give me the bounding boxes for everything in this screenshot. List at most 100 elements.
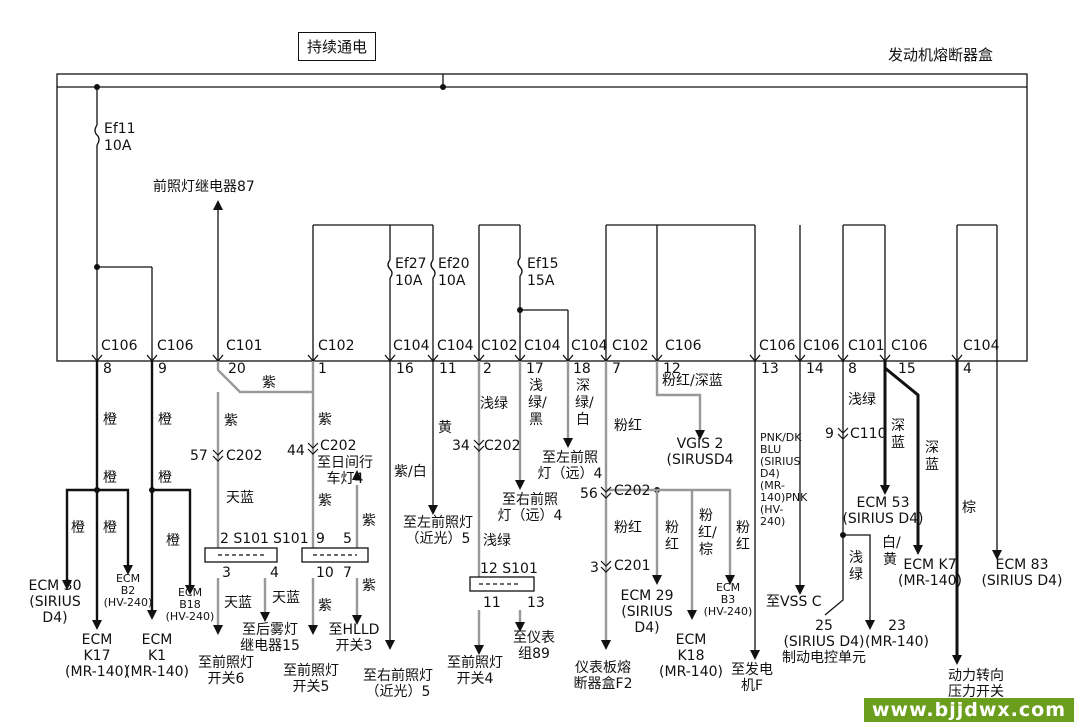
conn-id: C106 — [891, 338, 928, 354]
wire-color: 紫 — [318, 412, 332, 428]
wire-color: 黄 — [438, 420, 452, 436]
wire-color: 紫 — [318, 493, 332, 509]
fuse-ef27-rating: 10A — [395, 273, 423, 289]
wire-color: 深蓝 — [925, 440, 939, 473]
conn-id: C104 — [963, 338, 1000, 354]
wire-color-pnk-dkblu: PNK/DK BLU (SIRIUS D4) (MR- 140)PNK (HV-… — [760, 431, 808, 528]
fuse-ef11-rating: 10A — [104, 138, 132, 154]
wire-color: 棕 — [962, 500, 976, 516]
fuse-ef11-name: Ef11 — [104, 121, 136, 137]
wire-color: 橙 — [158, 470, 172, 486]
pin-number: 11 — [439, 361, 457, 377]
pin-number: 18 — [573, 361, 591, 377]
inline-pin: 3 — [590, 560, 599, 576]
conn-id: C102 — [481, 338, 518, 354]
wire-color: 紫 — [224, 413, 238, 429]
dest-vgis: VGIS 2 (SIRUSD4 — [666, 436, 734, 468]
dest-ecm-k17: ECM K17 (MR-140) — [65, 632, 129, 680]
inline-conn: C202 — [226, 448, 263, 464]
dest-hlld: 至HLLD 开关3 — [328, 622, 380, 654]
wire-color: 粉红 — [614, 520, 642, 536]
inline-pin: 34 — [452, 438, 470, 454]
wire-color: 粉红 — [665, 520, 679, 553]
pin-number: 8 — [848, 361, 857, 377]
inline-pin: 44 — [287, 443, 305, 459]
dest-ecm29: ECM 29 (SIRIUS D4) — [620, 588, 674, 636]
title-box: 持续通电 — [298, 32, 377, 61]
dest-ip-fuse-box: 仪表板熔 断器盒F2 — [573, 660, 633, 692]
wire-color: 浅绿 — [480, 396, 508, 412]
dest-headlamp-switch-6: 至前照灯 开关6 — [198, 655, 254, 687]
pin-number: 1 — [318, 361, 327, 377]
dest-cluster: 至仪表 组89 — [513, 630, 555, 662]
conn-id: C101 — [848, 338, 885, 354]
dest-ecm53: ECM 53 (SIRIUS D4) — [842, 495, 924, 527]
splice-pin: 7 — [343, 565, 352, 581]
watermark: www.bjjdwx.com — [863, 698, 1074, 722]
wire-color: 天蓝 — [272, 590, 300, 606]
splice-pin: 9 — [316, 531, 325, 547]
splice-label: S101 — [273, 531, 309, 547]
dest-lh-high-beam: 至左前照 灯（远）4 — [537, 450, 603, 482]
wire-color: 紫 — [262, 375, 276, 391]
conn-id: C102 — [318, 338, 355, 354]
wire-color: 紫 — [362, 513, 376, 529]
pin-number: 7 — [612, 361, 621, 377]
conn-id: C104 — [393, 338, 430, 354]
dest-lh-low-beam: 至左前照灯 （近光）5 — [403, 515, 473, 547]
wire-color: 深绿/白 — [575, 378, 594, 428]
fuse-box-label: 发动机熔断器盒 — [888, 46, 994, 64]
wire-color: 浅绿 — [849, 550, 863, 583]
splice-label: 12 S101 — [480, 561, 538, 577]
dest-ebcm-23: 23 (MR-140) — [865, 618, 929, 650]
fuse-ef20-rating: 10A — [438, 273, 466, 289]
pin-number: 13 — [761, 361, 779, 377]
wire-color: 橙 — [103, 412, 117, 428]
dest-generator: 至发电 机F — [731, 662, 773, 694]
conn-id: C106 — [759, 338, 796, 354]
dest-ecm-k1: ECM K1 (MR-140) — [125, 632, 189, 680]
dest-ecm83: ECM 83 (SIRIUS D4) — [981, 557, 1063, 589]
wire-color: 粉红/深蓝 — [662, 373, 723, 389]
splice-pin: 4 — [270, 565, 279, 581]
splice-pin: 5 — [343, 531, 352, 547]
wire-color: 粉红 — [614, 418, 642, 434]
dest-fog-relay: 至后雾灯 继电器15 — [240, 622, 300, 654]
inline-conn: C202 — [484, 438, 521, 454]
dest-vss: 至VSS C — [766, 594, 822, 610]
dest-ecm-b18: ECM B18 (HV-240) — [165, 586, 215, 623]
pin-number: 8 — [103, 361, 112, 377]
fuse-ef15-name: Ef15 — [527, 256, 559, 272]
dest-ecm-k18: ECM K18 (MR-140) — [659, 632, 723, 680]
wire-color: 粉红 — [736, 520, 750, 553]
relay-label: 前照灯继电器87 — [153, 179, 255, 195]
dest-ecm-b3: ECM B3 (HV-240) — [703, 581, 753, 618]
pin-number: 12 — [663, 361, 681, 377]
pin-number: 9 — [158, 361, 167, 377]
dest-rh-high-beam: 至右前照 灯（远）4 — [497, 492, 563, 524]
conn-id: C104 — [571, 338, 608, 354]
inline-pin: 56 — [580, 486, 598, 502]
splice-label: 2 S101 — [220, 531, 269, 547]
conn-id: C104 — [524, 338, 561, 354]
splice-pin: 10 — [316, 565, 334, 581]
wire-color: 深蓝 — [891, 418, 905, 451]
conn-id: C101 — [226, 338, 263, 354]
wire-color: 浅绿 — [848, 392, 876, 408]
wire-color: 浅绿 — [483, 533, 511, 549]
dest-headlamp-switch-5: 至前照灯 开关5 — [283, 663, 339, 695]
dest-ecm30: ECM 30 (SIRIUS D4) — [28, 578, 82, 626]
wire-color: 天蓝 — [224, 595, 252, 611]
dest-ecm-b2: ECM B2 (HV-240) — [103, 572, 153, 609]
pin-number: 2 — [483, 361, 492, 377]
conn-id: C104 — [437, 338, 474, 354]
inline-pin: 9 — [825, 426, 834, 442]
dest-rh-low-beam: 至右前照灯 （近光）5 — [363, 668, 433, 700]
splice-pin: 11 — [483, 595, 501, 611]
wire-color: 浅绿/黑 — [528, 378, 547, 428]
fuse-box-outline — [56, 73, 1028, 362]
pin-number: 4 — [963, 361, 972, 377]
inline-conn: C202 — [614, 483, 651, 499]
conn-id: C102 — [612, 338, 649, 354]
conn-id: C106 — [157, 338, 194, 354]
